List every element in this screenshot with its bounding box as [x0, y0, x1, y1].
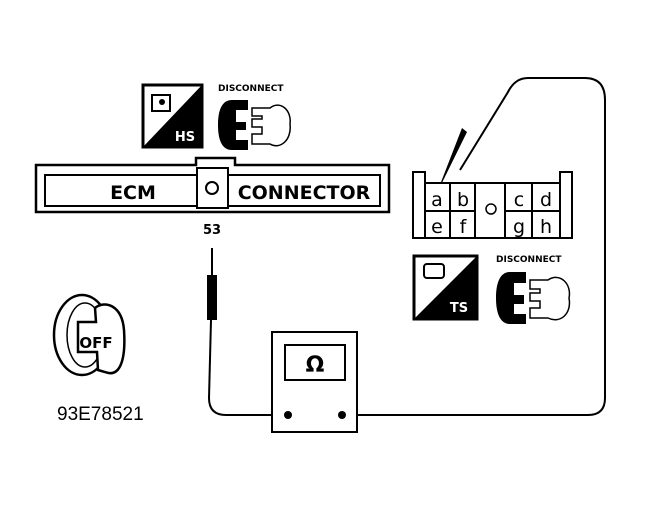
svg-text:TS: TS — [450, 301, 468, 316]
svg-text:ECM: ECM — [110, 182, 156, 204]
hs-hot-start-icon: HS — [141, 83, 204, 149]
pin-d: d — [540, 189, 552, 211]
disconnect-label-top: DISCONNECT — [218, 84, 284, 94]
pin-number: 53 — [203, 223, 221, 238]
ignition-key-off-icon: OFF — [52, 293, 126, 377]
ohm-symbol: Ω — [306, 353, 325, 378]
ts-throttle-sensor-icon: TS — [412, 254, 479, 321]
figure-id: 93E78521 — [57, 404, 144, 425]
disconnect-connector-icon — [496, 272, 571, 324]
ecm-connector: ECM CONNECTOR — [34, 156, 391, 214]
pin-a: a — [431, 189, 443, 211]
pin-h: h — [540, 216, 552, 238]
sensor-icon — [423, 263, 445, 279]
connector-lock-icon — [205, 181, 219, 195]
pin-g: g — [513, 216, 525, 238]
svg-text:OFF: OFF — [79, 334, 112, 352]
pin-c: c — [514, 189, 524, 211]
meter-terminal-negative — [284, 411, 292, 419]
meter-terminal-positive — [338, 411, 346, 419]
pin-e: e — [431, 216, 443, 238]
test-lead-left — [207, 248, 288, 416]
svg-text:HS: HS — [175, 130, 195, 145]
disconnect-connector-icon — [218, 100, 291, 150]
pin-f: f — [460, 216, 468, 238]
disconnect-label-bottom: DISCONNECT — [496, 255, 562, 265]
svg-text:CONNECTOR: CONNECTOR — [238, 182, 371, 204]
test-lead-right — [342, 77, 606, 416]
harness-connector: a b c d e f g h — [412, 171, 573, 239]
pin-b: b — [457, 189, 469, 211]
ohmmeter: Ω — [271, 331, 358, 433]
